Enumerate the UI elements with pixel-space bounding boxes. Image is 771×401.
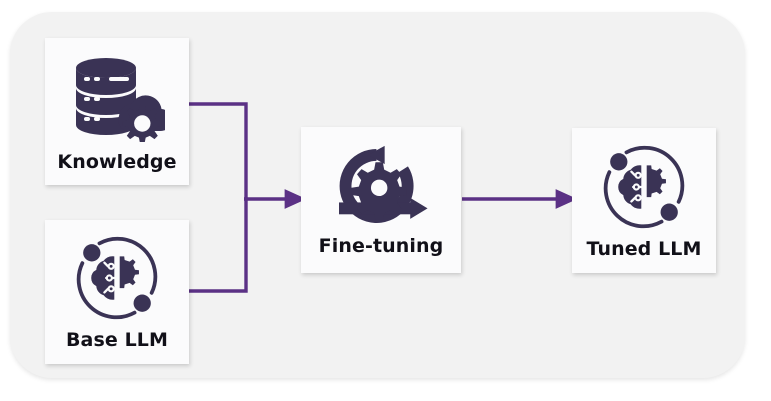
node-tuned-llm-icon-wrap	[572, 128, 716, 238]
node-knowledge-icon-wrap	[45, 38, 189, 151]
node-knowledge[interactable]: Knowledge	[45, 38, 189, 185]
orbit-node-top	[610, 152, 628, 170]
node-knowledge-label: Knowledge	[57, 151, 177, 173]
node-base-llm-icon-wrap	[45, 220, 189, 329]
bottom-arrowhead	[410, 197, 428, 219]
node-tuned-llm[interactable]: Tuned LLM	[572, 128, 716, 273]
orbit-node-top	[83, 244, 101, 262]
brain-gear-orbit-icon	[76, 236, 158, 320]
node-base-llm-label: Base LLM	[65, 329, 169, 351]
brain-gear-orbit-icon	[603, 145, 685, 228]
node-fine-tuning[interactable]: Fine-tuning	[301, 127, 461, 273]
node-tuned-llm-label: Tuned LLM	[586, 238, 702, 260]
database-cloud-gear-icon	[76, 57, 165, 142]
loop-gear-arrow-icon	[339, 145, 428, 223]
loop-arrowhead	[368, 145, 385, 164]
node-fine-tuning-icon-wrap	[301, 127, 461, 235]
node-base-llm[interactable]: Base LLM	[45, 220, 189, 364]
node-fine-tuning-label: Fine-tuning	[318, 235, 444, 257]
orbit-node-bottom	[133, 294, 151, 312]
orbit-node-bottom	[660, 203, 678, 221]
